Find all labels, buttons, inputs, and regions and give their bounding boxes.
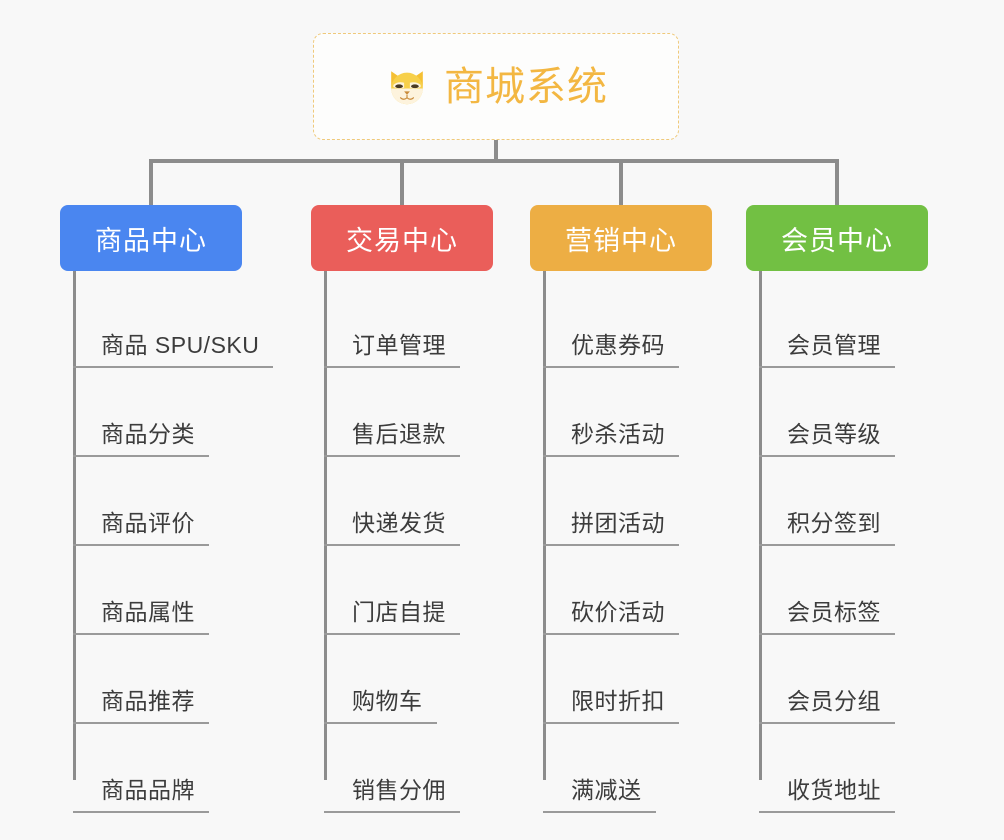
connector-drop-trade [400, 159, 404, 207]
leaf-label: 销售分佣 [324, 771, 460, 813]
leaf-item[interactable]: 秒杀活动 [530, 368, 730, 457]
connector-root-stem [494, 140, 498, 162]
connector-bus [149, 159, 839, 163]
leaf-item[interactable]: 限时折扣 [530, 635, 730, 724]
leaf-label: 会员管理 [759, 326, 895, 368]
column-spine [759, 271, 762, 780]
column-spine [324, 271, 327, 780]
leaf-item[interactable]: 商品分类 [60, 368, 275, 457]
leaf-list-trade-center: 订单管理 售后退款 快递发货 门店自提 购物车 销售分佣 [311, 271, 511, 813]
leaf-item[interactable]: 积分签到 [746, 457, 946, 546]
leaf-label: 商品推荐 [73, 682, 209, 724]
category-label: 交易中心 [346, 225, 458, 256]
leaf-label: 商品品牌 [73, 771, 209, 813]
leaf-label: 会员标签 [759, 593, 895, 635]
leaf-label: 秒杀活动 [543, 415, 679, 457]
leaf-item[interactable]: 拼团活动 [530, 457, 730, 546]
leaf-item[interactable]: 会员等级 [746, 368, 946, 457]
leaf-label: 商品评价 [73, 504, 209, 546]
leaf-item[interactable]: 商品 SPU/SKU [60, 279, 275, 368]
leaf-item[interactable]: 门店自提 [311, 546, 511, 635]
connector-drop-marketing [619, 159, 623, 207]
column-member-center: 会员中心 会员管理 会员等级 积分签到 会员标签 会员分组 收货地址 [746, 205, 946, 813]
leaf-item[interactable]: 会员管理 [746, 279, 946, 368]
leaf-item[interactable]: 商品推荐 [60, 635, 275, 724]
leaf-item[interactable]: 销售分佣 [311, 724, 511, 813]
leaf-label: 会员分组 [759, 682, 895, 724]
leaf-label: 优惠券码 [543, 326, 679, 368]
category-label: 营销中心 [565, 225, 677, 256]
leaf-list-product-center: 商品 SPU/SKU 商品分类 商品评价 商品属性 商品推荐 商品品牌 [60, 271, 275, 813]
leaf-label: 砍价活动 [543, 593, 679, 635]
column-spine [73, 271, 76, 780]
category-label: 商品中心 [95, 225, 207, 256]
leaf-item[interactable]: 商品属性 [60, 546, 275, 635]
leaf-item[interactable]: 会员分组 [746, 635, 946, 724]
leaf-item[interactable]: 砍价活动 [530, 546, 730, 635]
category-header-marketing-center[interactable]: 营销中心 [530, 205, 712, 271]
leaf-item[interactable]: 商品品牌 [60, 724, 275, 813]
leaf-item[interactable]: 快递发货 [311, 457, 511, 546]
category-header-member-center[interactable]: 会员中心 [746, 205, 928, 271]
column-marketing-center: 营销中心 优惠券码 秒杀活动 拼团活动 砍价活动 限时折扣 满减送 [530, 205, 730, 813]
root-title: 商城系统 [444, 64, 608, 109]
leaf-label: 购物车 [324, 682, 437, 724]
shiba-dog-icon [391, 70, 423, 104]
leaf-item[interactable]: 售后退款 [311, 368, 511, 457]
leaf-item[interactable]: 优惠券码 [530, 279, 730, 368]
leaf-label: 商品分类 [73, 415, 209, 457]
leaf-item[interactable]: 收货地址 [746, 724, 946, 813]
leaf-label: 商品 SPU/SKU [73, 326, 274, 368]
leaf-label: 积分签到 [759, 504, 895, 546]
leaf-label: 限时折扣 [543, 682, 679, 724]
leaf-item[interactable]: 购物车 [311, 635, 511, 724]
connector-drop-member [835, 159, 839, 207]
category-header-product-center[interactable]: 商品中心 [60, 205, 242, 271]
leaf-label: 订单管理 [324, 326, 460, 368]
category-header-trade-center[interactable]: 交易中心 [311, 205, 493, 271]
leaf-item[interactable]: 订单管理 [311, 279, 511, 368]
leaf-label: 会员等级 [759, 415, 895, 457]
leaf-label: 拼团活动 [543, 504, 679, 546]
leaf-item[interactable]: 满减送 [530, 724, 730, 813]
leaf-list-member-center: 会员管理 会员等级 积分签到 会员标签 会员分组 收货地址 [746, 271, 946, 813]
category-label: 会员中心 [781, 225, 893, 256]
leaf-list-marketing-center: 优惠券码 秒杀活动 拼团活动 砍价活动 限时折扣 满减送 [530, 271, 730, 813]
leaf-item[interactable]: 商品评价 [60, 457, 275, 546]
leaf-label: 门店自提 [324, 593, 460, 635]
column-product-center: 商品中心 商品 SPU/SKU 商品分类 商品评价 商品属性 商品推荐 商品品牌 [60, 205, 275, 813]
root-node[interactable]: 商城系统 [313, 33, 679, 140]
leaf-label: 售后退款 [324, 415, 460, 457]
leaf-label: 快递发货 [324, 504, 460, 546]
leaf-label: 满减送 [543, 771, 656, 813]
column-trade-center: 交易中心 订单管理 售后退款 快递发货 门店自提 购物车 销售分佣 [311, 205, 511, 813]
leaf-label: 收货地址 [759, 771, 895, 813]
leaf-item[interactable]: 会员标签 [746, 546, 946, 635]
connector-drop-product [149, 159, 153, 207]
column-spine [543, 271, 546, 780]
leaf-label: 商品属性 [73, 593, 209, 635]
